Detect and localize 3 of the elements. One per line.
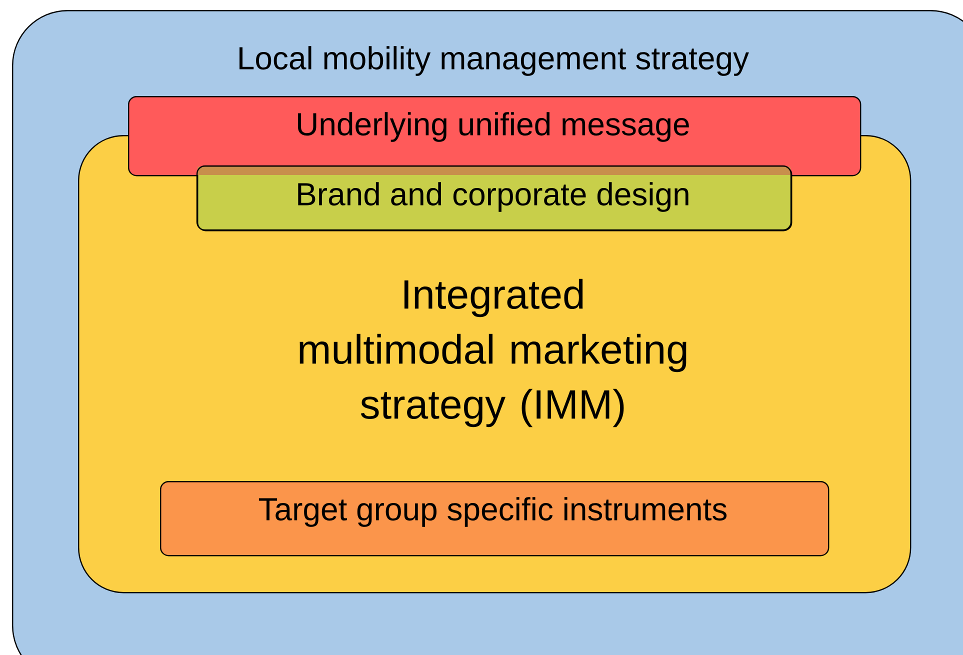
design-bar: Brand and corporate design [196,165,792,232]
instruments-bar: Target group specific instruments [160,481,830,556]
message-bar: Underlying unified message [128,96,862,176]
